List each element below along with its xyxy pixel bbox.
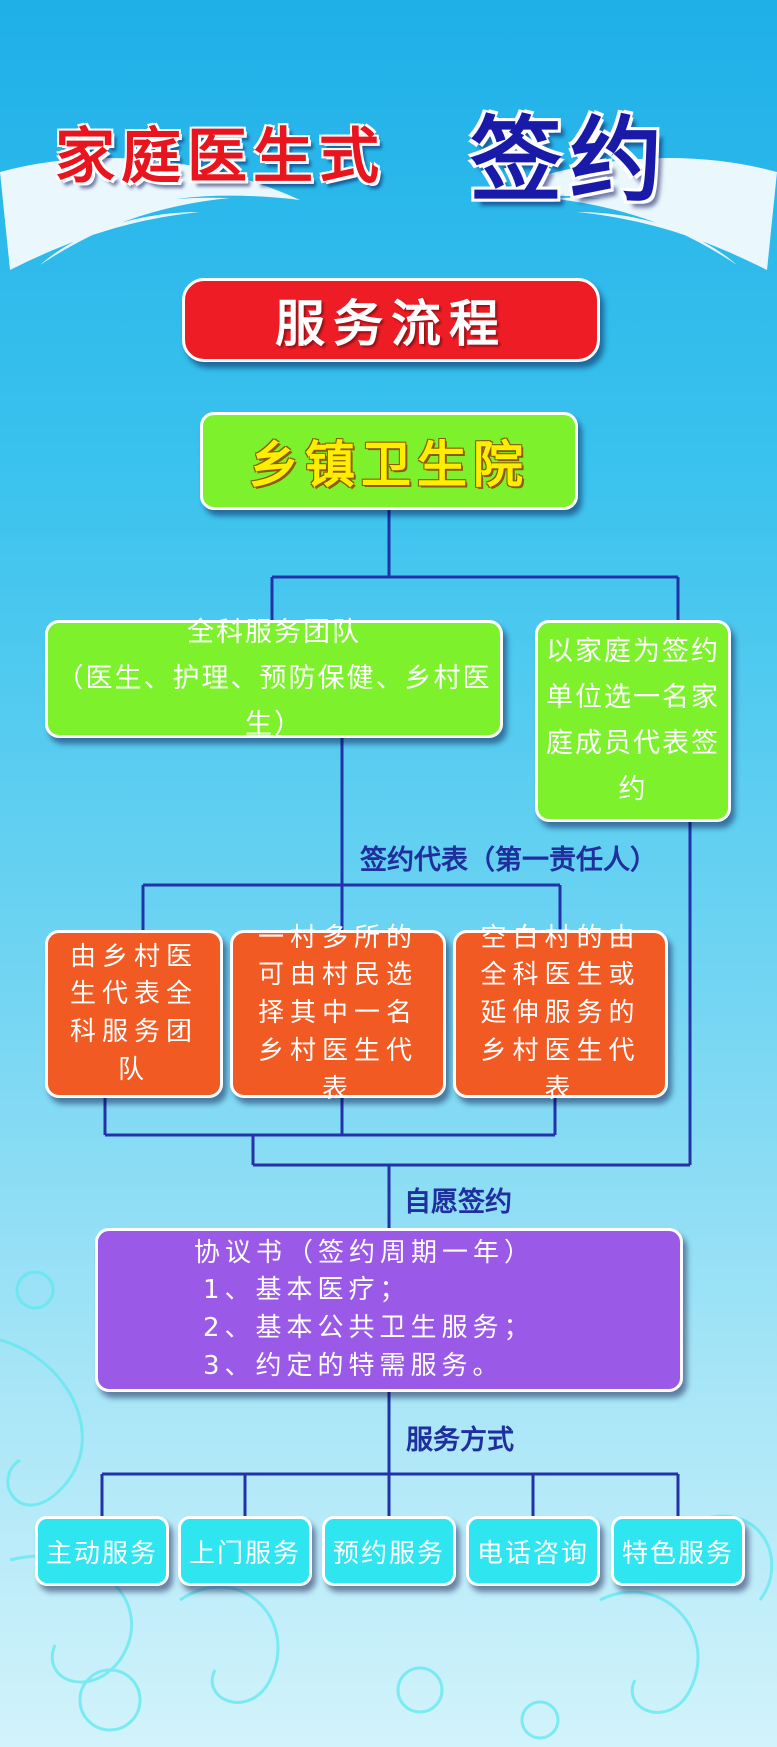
household-box: 以家庭为签约单位选一名家庭成员代表签约 (535, 620, 731, 822)
rep-label: 签约代表（第一责任人） (360, 845, 657, 876)
connector-lines (100, 510, 692, 1516)
title-accent: 签约 (470, 107, 671, 214)
rep-box-blank-village: 空白村的由全科医生或延伸服务的乡村医生代表 (453, 923, 668, 1104)
team-name: 全科服务团队 (187, 617, 361, 649)
rep-box-multi-clinic: 一村多所的可由村民选择其中一名乡村医生代表 (230, 923, 446, 1104)
rep-box-village-doctor: 由乡村医生代表全科服务团队 (45, 930, 223, 1098)
voluntary-label: 自愿签约 (404, 1187, 512, 1218)
service-item-appointment: 预约服务 (322, 1516, 456, 1586)
service-flow-banner: 服务流程 (182, 278, 600, 362)
service-item-proactive: 主动服务 (35, 1516, 169, 1586)
service-mode-label: 服务方式 (406, 1425, 514, 1456)
township-hospital-box: 乡镇卫生院 (200, 412, 578, 510)
wings-decoration (0, 157, 777, 270)
agreement-title: 协议书（签约周期一年） (194, 1237, 536, 1268)
agreement-box: 协议书（签约周期一年） 1、基本医疗； 2、基本公共卫生服务； 3、约定的特需服… (95, 1228, 683, 1392)
agreement-item: 2、基本公共卫生服务； (203, 1313, 535, 1343)
service-item-special: 特色服务 (611, 1516, 745, 1586)
service-item-phone: 电话咨询 (466, 1516, 600, 1586)
service-item-home-visit: 上门服务 (178, 1516, 312, 1586)
agreement-item: 3、约定的特需服务。 (203, 1350, 504, 1381)
team-members: （医生、护理、预防保健、乡村医生） (56, 663, 492, 740)
general-team-box: 全科服务团队 （医生、护理、预防保健、乡村医生） (45, 617, 503, 740)
title-main: 家庭医生式 (55, 122, 385, 192)
agreement-item: 1、基本医疗； (203, 1275, 411, 1306)
